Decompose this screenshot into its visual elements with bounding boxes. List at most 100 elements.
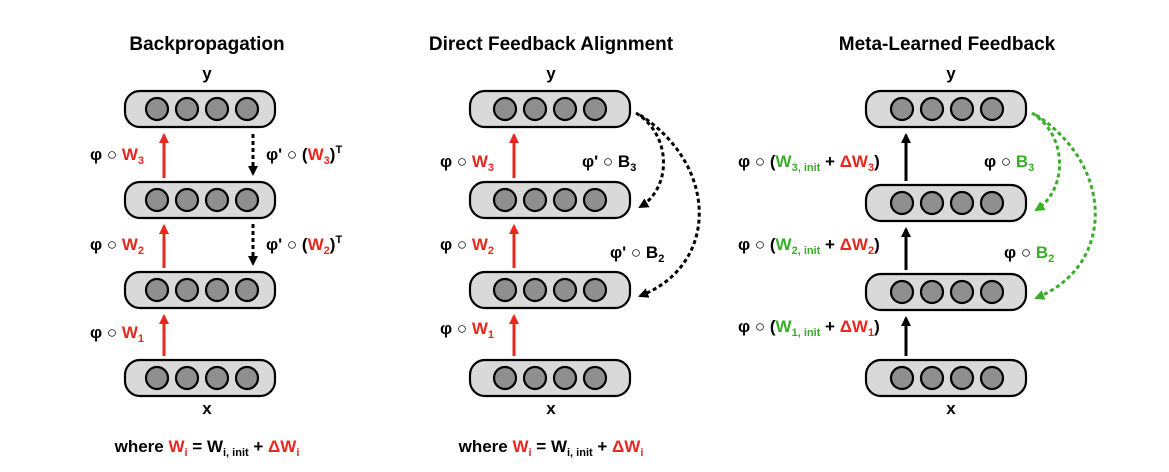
- forward-label-3: φ ○ W3: [90, 145, 144, 167]
- neuron: [949, 190, 975, 216]
- input-label-x: x: [546, 399, 556, 418]
- layer-hidden-1: [123, 270, 277, 310]
- label-segment: W: [472, 235, 489, 254]
- label-segment: φ' ○ (: [266, 235, 308, 254]
- label-segment: i: [529, 447, 532, 459]
- label-segment: i, init: [223, 447, 249, 459]
- output-label-y: y: [546, 64, 556, 83]
- feedback-arrow-2: [1034, 113, 1097, 300]
- label-segment: W: [472, 319, 489, 338]
- label-segment: W: [308, 145, 325, 164]
- neuron: [204, 96, 230, 122]
- neuron: [492, 365, 518, 391]
- label-segment: W: [122, 323, 139, 342]
- neuron: [949, 365, 975, 391]
- label-segment: φ' ○ (: [266, 145, 308, 164]
- input-label-x: x: [946, 399, 956, 418]
- neuron: [204, 187, 230, 213]
- panel-title: Direct Feedback Alignment: [429, 34, 674, 55]
- label-segment: φ ○: [90, 145, 122, 164]
- neuron: [522, 277, 548, 303]
- neuron: [492, 96, 518, 122]
- neuron: [919, 96, 945, 122]
- neuron: [889, 365, 915, 391]
- layer-hidden-1: [468, 270, 632, 310]
- label-segment: φ ○: [440, 319, 472, 338]
- label-segment: φ ○: [1004, 243, 1036, 262]
- label-segment: 3: [868, 162, 874, 174]
- neuron: [582, 365, 608, 391]
- neuron: [144, 277, 170, 303]
- forward-label-1: φ ○ (W1, init + ΔW1): [738, 317, 880, 339]
- label-segment: φ' ○ B: [610, 243, 658, 262]
- layer-hidden-2: [468, 180, 632, 220]
- forward-label-1: φ ○ W1: [90, 323, 144, 345]
- label-segment: ΔW: [840, 235, 869, 254]
- neuron: [492, 277, 518, 303]
- neuron: [582, 187, 608, 213]
- panel-backpropagation: Backpropagation y x: [90, 34, 342, 459]
- layer-input: [864, 358, 1028, 398]
- label-segment: 1, init: [792, 327, 821, 339]
- layer-input: [468, 358, 632, 398]
- neuron: [522, 96, 548, 122]
- feedback-label-2: φ ○ B2: [1004, 243, 1054, 265]
- label-segment: φ ○: [984, 152, 1016, 171]
- label-segment: +: [593, 437, 612, 456]
- label-segment: φ' ○ B: [582, 152, 630, 171]
- neuron: [174, 187, 200, 213]
- label-segment: 2: [324, 245, 330, 257]
- label-segment: φ ○: [440, 235, 472, 254]
- neuron: [174, 96, 200, 122]
- label-segment: B: [1036, 243, 1048, 262]
- label-segment: W: [122, 145, 139, 164]
- output-label-y: y: [202, 64, 212, 83]
- neuron: [889, 96, 915, 122]
- label-segment: 2, init: [792, 245, 821, 257]
- label-segment: T: [335, 234, 342, 246]
- layer-output: [864, 89, 1028, 129]
- label-segment: +: [820, 235, 839, 254]
- layer-hidden-1: [864, 272, 1028, 312]
- label-segment: +: [820, 317, 839, 336]
- label-segment: ): [874, 235, 880, 254]
- neuron: [234, 277, 260, 303]
- label-segment: W: [168, 437, 185, 456]
- forward-label-3: φ ○ W3: [440, 152, 494, 174]
- layer-input: [123, 358, 277, 398]
- neuron: [144, 187, 170, 213]
- label-segment: φ ○ (: [738, 152, 776, 171]
- label-segment: W: [472, 152, 489, 171]
- forward-label-2: φ ○ W2: [90, 235, 144, 257]
- label-segment: 3: [1028, 162, 1034, 174]
- layer-hidden-2: [123, 180, 277, 220]
- label-segment: +: [249, 437, 268, 456]
- layer-output: [468, 89, 632, 129]
- neuron: [949, 96, 975, 122]
- label-segment: where: [114, 437, 169, 456]
- label-segment: 1: [488, 329, 494, 341]
- neuron: [234, 187, 260, 213]
- label-segment: 2: [868, 245, 874, 257]
- label-segment: 3: [488, 162, 494, 174]
- label-segment: W: [776, 152, 793, 171]
- label-segment: ): [874, 317, 880, 336]
- neuron: [979, 279, 1005, 305]
- feedback-arrow-3: [1031, 111, 1061, 212]
- neuron: [234, 365, 260, 391]
- footnote: where Wi = Wi, init + ΔWi: [114, 437, 300, 459]
- neuron: [552, 365, 578, 391]
- label-segment: +: [820, 152, 839, 171]
- label-segment: 3: [324, 155, 330, 167]
- neuron: [979, 96, 1005, 122]
- neuron: [949, 279, 975, 305]
- label-segment: 3, init: [792, 162, 821, 174]
- label-segment: 1: [868, 327, 874, 339]
- neuron: [552, 187, 578, 213]
- input-label-x: x: [202, 399, 212, 418]
- panel-meta-learned-feedback: Meta-Learned Feedback y x: [738, 34, 1097, 418]
- label-segment: B: [1016, 152, 1028, 171]
- feedback-label-3: φ' ○ B3: [582, 152, 636, 174]
- neuron: [552, 96, 578, 122]
